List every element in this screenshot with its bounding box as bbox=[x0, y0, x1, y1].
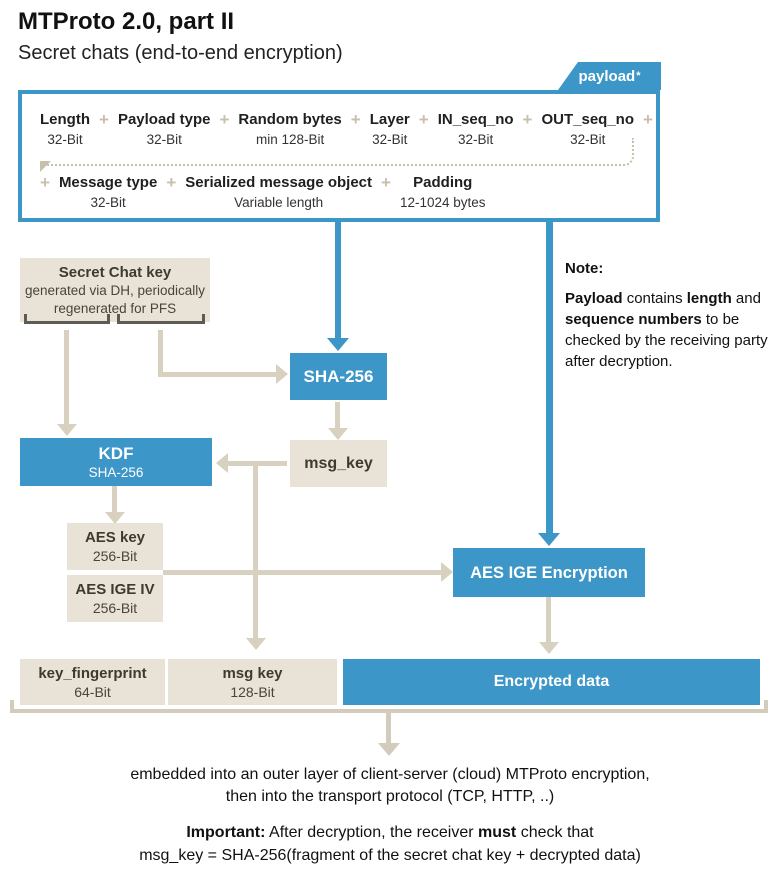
arrow-keys-to-aes-ige bbox=[163, 570, 443, 575]
payload-wrap-connector bbox=[44, 138, 634, 166]
arrow-key-to-sha256-vertical bbox=[158, 330, 163, 377]
plus-icon: + bbox=[99, 110, 109, 129]
arrowhead-kdf-to-aeskey bbox=[105, 512, 125, 524]
plus-icon: + bbox=[643, 110, 653, 129]
arrowhead-key-to-sha256 bbox=[276, 364, 288, 384]
arrow-sha256-to-msgkey bbox=[335, 402, 340, 429]
node-encrypted-data: Encrypted data bbox=[343, 659, 760, 705]
note-paragraph: Payload contains length and sequence num… bbox=[565, 290, 768, 370]
arrow-bracket-down bbox=[386, 713, 391, 743]
footer-important-line2: msg_key = SHA-256(fragment of the secret… bbox=[139, 847, 641, 864]
plus-icon: + bbox=[166, 173, 177, 192]
arrowhead-sha256-to-msgkey bbox=[328, 428, 348, 440]
output-bracket bbox=[10, 700, 768, 713]
footer-embed-line2: then into the transport protocol (TCP, H… bbox=[225, 788, 555, 805]
arrow-aes-ige-to-encrypted bbox=[546, 597, 551, 642]
node-secret-chat-key: Secret Chat key generated via DH, period… bbox=[20, 258, 210, 322]
payload-tab: payload* bbox=[558, 62, 661, 90]
page-title: MTProto 2.0, part II bbox=[18, 8, 235, 35]
arrowhead-key-to-kdf bbox=[57, 424, 77, 436]
node-kdf: KDF SHA-256 bbox=[20, 438, 212, 486]
arrow-key-to-sha256-horizontal bbox=[158, 372, 276, 377]
footer-embed-line1: embedded into an outer layer of client-s… bbox=[130, 766, 650, 783]
payload-tab-label: payload bbox=[578, 67, 636, 85]
note-heading: Note: bbox=[565, 260, 604, 277]
plus-icon: + bbox=[40, 173, 50, 192]
node-sha256: SHA-256 bbox=[290, 353, 387, 400]
node-msg-key: msg_key bbox=[290, 440, 387, 487]
arrowhead-msgkey-branch-down bbox=[246, 638, 266, 650]
payload-box bbox=[18, 90, 660, 222]
node-aes-key: AES key 256-Bit bbox=[67, 523, 163, 570]
plus-icon: + bbox=[522, 110, 533, 129]
node-msg-key-out: msg key 128-Bit bbox=[168, 659, 337, 705]
arrow-key-to-kdf bbox=[64, 330, 69, 424]
arrowhead-aes-ige-to-encrypted bbox=[539, 642, 559, 654]
arrowhead-payload-to-aes-ige bbox=[538, 533, 560, 546]
arrow-payload-to-aes-ige bbox=[546, 222, 553, 533]
key-half-bracket-right bbox=[117, 314, 205, 324]
node-key-fingerprint: key_fingerprint 64-Bit bbox=[20, 659, 165, 705]
node-aes-ige-encryption: AES IGE Encryption bbox=[453, 548, 645, 597]
arrowhead-payload-to-sha256 bbox=[327, 338, 349, 351]
arrowhead-keys-to-aes-ige bbox=[441, 562, 453, 582]
page-subtitle: Secret chats (end-to-end encryption) bbox=[18, 42, 343, 64]
key-half-bracket-left bbox=[24, 314, 110, 324]
plus-icon: + bbox=[219, 110, 230, 129]
node-aes-ige-iv: AES IGE IV 256-Bit bbox=[67, 575, 163, 622]
footer-important-line1: Important: After decryption, the receive… bbox=[186, 824, 594, 841]
payload-wrap-arrowhead bbox=[40, 161, 51, 172]
note-block: Note: Payload contains length and sequen… bbox=[565, 260, 775, 372]
arrowhead-bracket-down bbox=[378, 743, 400, 756]
plus-icon: + bbox=[418, 110, 429, 129]
arrow-kdf-to-aeskey bbox=[112, 486, 117, 514]
plus-icon: + bbox=[350, 110, 361, 129]
arrow-msgkey-branch-down bbox=[253, 461, 258, 638]
arrowhead-msgkey-to-kdf bbox=[216, 453, 228, 473]
arrow-payload-to-sha256 bbox=[335, 222, 341, 338]
plus-icon: + bbox=[381, 173, 391, 192]
